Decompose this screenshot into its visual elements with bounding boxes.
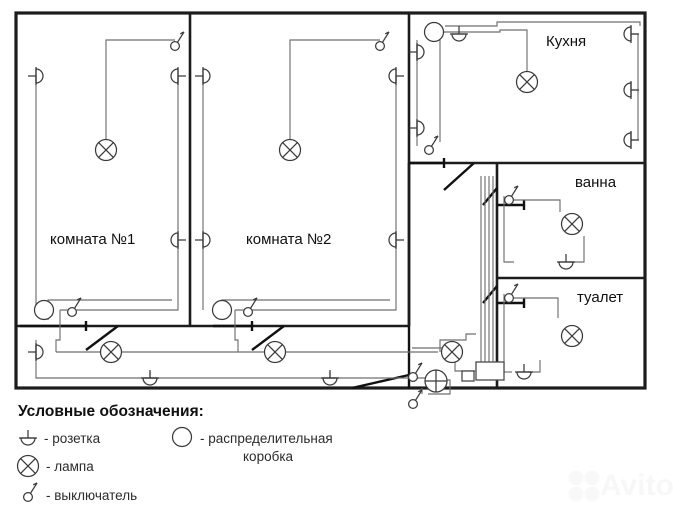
legend-label-lamp: - лампа <box>46 459 94 474</box>
switch-icon <box>66 297 82 318</box>
lamp-icon <box>263 340 287 364</box>
junction-box-icon <box>33 299 55 321</box>
socket-icon <box>170 230 187 250</box>
avito-watermark: Avito <box>568 469 673 502</box>
toilet-wiring <box>503 294 559 373</box>
room-labels: комната №1 комната №2 Кухня ванна туалет <box>50 33 623 306</box>
room1-symbols <box>27 31 187 321</box>
outer-walls <box>14 11 647 390</box>
junction-box-icon <box>211 299 233 321</box>
socket-icon <box>18 429 38 446</box>
lamp-icon <box>94 138 118 162</box>
switch-icon <box>423 135 439 156</box>
socket-icon <box>556 253 576 270</box>
legend-item-lamp: - лампа <box>16 454 94 478</box>
kitchen-symbols <box>408 21 640 156</box>
room-label-room1: комната №1 <box>50 231 135 248</box>
switch-icon <box>169 31 185 52</box>
legend-label-junction-box: - распределительная <box>200 431 333 446</box>
legend-title: Условные обозначения: <box>18 403 204 420</box>
watermark-text: Avito <box>600 469 673 502</box>
lamp-icon <box>99 340 123 364</box>
room2-wiring <box>202 39 397 320</box>
socket-icon <box>140 369 160 386</box>
legend-label-junction-box2: коробка <box>243 449 294 464</box>
room-label-toilet: туалет <box>577 289 623 306</box>
socket-icon <box>388 230 405 250</box>
junction-box-icon <box>423 21 445 43</box>
switch-icon <box>242 297 258 318</box>
socket-icon <box>27 342 44 362</box>
switch-icon <box>503 283 519 304</box>
socket-icon <box>623 24 640 44</box>
legend-item-junction-box: - распределительная коробка <box>171 426 333 464</box>
switch-icon <box>503 185 519 206</box>
lamp-icon <box>515 70 539 94</box>
legend-item-switch: - выключатель <box>22 482 137 503</box>
socket-icon <box>623 130 640 150</box>
bath-symbols <box>503 185 584 270</box>
switch-icon <box>407 389 423 410</box>
room1-wiring <box>35 39 179 320</box>
socket-icon <box>408 118 425 138</box>
socket-icon <box>623 80 640 100</box>
switch-icon <box>407 362 423 383</box>
lamp-icon <box>278 138 302 162</box>
socket-icon <box>408 42 425 62</box>
lamp-icon <box>16 454 40 478</box>
socket-icon <box>449 25 469 42</box>
socket-icon <box>514 363 534 380</box>
socket-icon <box>388 66 405 86</box>
legend-label-switch: - выключатель <box>46 488 137 503</box>
switch-icon <box>22 482 38 503</box>
switch-icon <box>374 31 390 52</box>
legend: Условные обозначения: - розетка - лампа … <box>16 403 333 503</box>
legend-label-socket: - розетка <box>44 431 101 446</box>
socket-icon <box>27 66 44 86</box>
socket-icon <box>320 369 340 386</box>
lamp-icon <box>440 340 464 364</box>
junction-box-icon <box>424 369 448 393</box>
room-label-room2: комната №2 <box>246 231 331 248</box>
legend-item-socket: - розетка <box>18 429 101 446</box>
lamp-icon <box>560 324 584 348</box>
junction-box-icon <box>171 426 193 448</box>
socket-icon <box>194 230 211 250</box>
room-label-bath: ванна <box>575 174 617 191</box>
socket-icon <box>170 66 187 86</box>
room-label-kitchen: Кухня <box>546 33 586 50</box>
socket-icon <box>194 66 211 86</box>
lamp-icon <box>560 212 584 236</box>
room2-symbols <box>194 31 405 321</box>
